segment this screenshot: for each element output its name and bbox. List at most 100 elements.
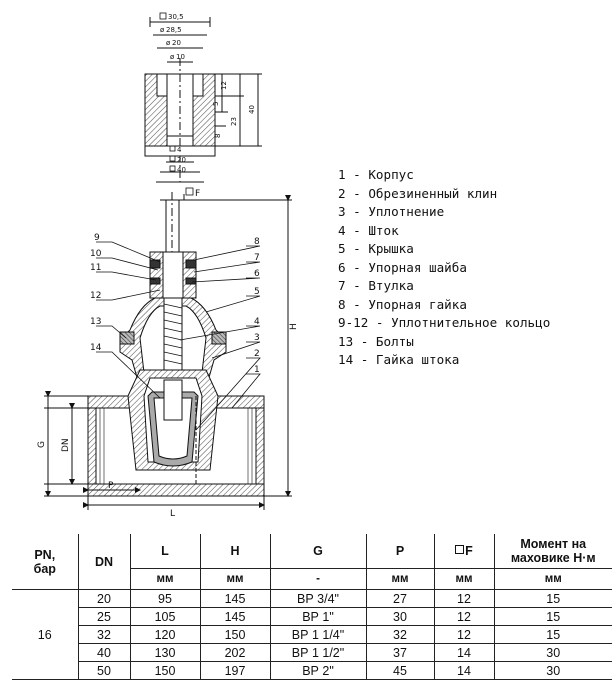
cell-f: 14 [433, 643, 495, 662]
legend-item: 7 - Втулка [338, 278, 414, 293]
header-moment: Момент на маховике Н·м [493, 534, 612, 569]
leader-numbers: 9 10 11 12 13 14 8 7 6 5 4 3 2 1 [90, 233, 260, 375]
cell-f: 12 [433, 589, 495, 608]
cell-p: 32 [365, 625, 435, 644]
legend-item: 6 - Упорная шайба [338, 259, 467, 275]
header-g: G [269, 534, 367, 569]
cell-l: 150 [129, 661, 201, 680]
cell-moment: 30 [493, 661, 612, 680]
dim-dia-1: 28,5 [166, 26, 182, 34]
legend-item: 13 - Болты [338, 333, 414, 349]
dim-right-8: 8 [214, 134, 222, 138]
cell-moment: 15 [493, 589, 612, 608]
cell-f: 14 [433, 661, 495, 680]
cell-moment: 15 [493, 625, 612, 644]
cell-l: 130 [129, 643, 201, 662]
specification-table: PN, бар DN L H G P F Момент на маховике … [12, 534, 612, 680]
unit-p: мм [365, 568, 435, 590]
table-row: 50 150 197 ВР 2" 45 14 30 [12, 661, 612, 680]
table-row: 25 105 145 ВР 1" 30 12 15 [12, 607, 612, 626]
cell-f: 12 [433, 625, 495, 644]
parts-legend: 1 - Корпус 2 - Обрезиненный клин 3 - Упл… [338, 166, 550, 370]
header-p: P [365, 534, 435, 569]
main-view-dimension-labels: F H G DN P L [37, 187, 299, 519]
legend-item: 3 - Уплотнение [338, 204, 445, 219]
dim-right-23: 23 [230, 117, 238, 126]
leader-3: 3 [254, 333, 260, 343]
cell-dn: 25 [77, 607, 131, 626]
unit-l: мм [129, 568, 201, 590]
dim-right-5: 5 [212, 102, 220, 106]
dim-bottom-20: 20 [177, 156, 186, 164]
cell-dn: 40 [77, 643, 131, 662]
table-row: 16 20 95 145 ВР 3/4" 27 12 15 [12, 589, 612, 680]
cell-dn: 32 [77, 625, 131, 644]
cell-f: 12 [433, 607, 495, 626]
leader-lines [96, 241, 261, 431]
unit-f: мм [433, 568, 495, 590]
leader-10: 10 [90, 249, 102, 259]
leader-7: 7 [254, 253, 260, 263]
cell-g: ВР 2" [269, 661, 367, 680]
dim-right-40: 40 [248, 105, 256, 114]
dim-dn: DN [61, 438, 71, 452]
dim-dia-2: 20 [172, 39, 181, 47]
cell-p: 37 [365, 643, 435, 662]
leader-5: 5 [254, 287, 260, 297]
dim-f: F [195, 189, 200, 199]
legend-item: 14 - Гайка штока [338, 352, 460, 367]
dim-bottom-40: 40 [177, 166, 186, 174]
leader-13: 13 [90, 317, 101, 327]
cell-dn: 50 [77, 661, 131, 680]
cell-p: 27 [365, 589, 435, 608]
pn-value: 16 [12, 589, 79, 680]
header-f-label: F [465, 544, 473, 558]
cell-h: 145 [199, 607, 271, 626]
legend-item: 4 - Шток [338, 222, 399, 238]
dim-l: L [170, 509, 175, 519]
dim-h: H [289, 323, 299, 330]
cell-h: 197 [199, 661, 271, 680]
dim-square-outer: 30,5 [168, 13, 184, 21]
legend-item: 2 - Обрезиненный клин [338, 185, 498, 201]
cell-h: 202 [199, 643, 271, 662]
header-f: F [433, 534, 495, 569]
leader-6: 6 [254, 269, 260, 279]
leader-4: 4 [254, 317, 260, 327]
dim-g: G [37, 441, 47, 448]
top-view-cap [144, 17, 262, 183]
legend-item: 5 - Крышка [338, 241, 414, 256]
svg-text:ø: ø [160, 26, 165, 34]
dim-right-12: 12 [220, 81, 228, 90]
leader-9: 9 [94, 233, 100, 243]
dim-p: P [108, 481, 114, 491]
header-l: L [129, 534, 201, 569]
unit-moment: мм [493, 568, 612, 590]
table-row: 40 130 202 ВР 1 1/2" 37 14 30 [12, 643, 612, 662]
leader-2: 2 [254, 349, 260, 359]
legend-item: 9-12 - Уплотнительное кольцо [338, 315, 551, 330]
cell-g: ВР 1" [269, 607, 367, 626]
cell-l: 120 [129, 625, 201, 644]
unit-g: - [269, 568, 367, 590]
square-icon [455, 545, 465, 554]
legend-item: 8 - Упорная гайка [338, 296, 467, 312]
cell-dn: 20 [77, 589, 131, 608]
dim-dia-3: 10 [176, 53, 185, 61]
cell-g: ВР 3/4" [269, 589, 367, 608]
cell-moment: 15 [493, 607, 612, 626]
main-view-dimensions [44, 194, 292, 510]
cell-l: 105 [129, 607, 201, 626]
svg-text:ø: ø [166, 39, 171, 47]
cell-g: ВР 1 1/4" [269, 625, 367, 644]
table-row: 32 120 150 ВР 1 1/4" 32 12 15 [12, 625, 612, 644]
dim-bottom-4: 4 [177, 146, 182, 154]
main-section-view [87, 192, 265, 497]
unit-h: мм [199, 568, 271, 590]
leader-1: 1 [254, 365, 260, 375]
cell-h: 145 [199, 589, 271, 608]
cell-l: 95 [129, 589, 201, 608]
leader-14: 14 [90, 343, 102, 353]
